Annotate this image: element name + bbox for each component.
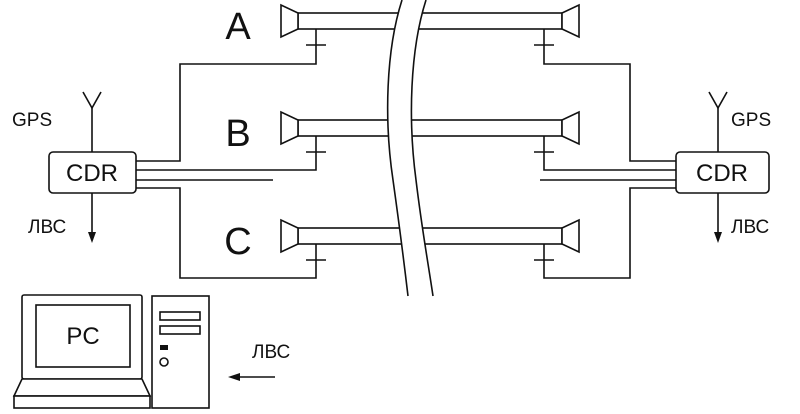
line-b-left-horn	[280, 110, 299, 146]
right-cdr-box	[675, 151, 770, 194]
line-b-right-horn	[561, 110, 580, 146]
pc-network-arrow-icon	[228, 373, 240, 381]
pc-screen	[35, 304, 131, 368]
pc-power-button	[159, 357, 169, 367]
pc-drive-1	[159, 311, 201, 321]
left-network-arrow-icon	[88, 232, 96, 243]
right-antenna-icon	[708, 91, 728, 110]
line-c-right-horn	[561, 218, 580, 254]
pc-led	[160, 345, 168, 350]
pc-keyboard-front	[13, 395, 151, 409]
left-network-label: ЛВС	[28, 217, 66, 238]
right-wiring	[540, 45, 676, 279]
line-b-label: B	[225, 113, 250, 155]
line-c-label: C	[224, 221, 251, 263]
right-gps-label: GPS	[731, 110, 771, 131]
left-antenna-icon	[82, 91, 102, 110]
break-band	[386, 0, 434, 297]
line-c-left-horn	[280, 218, 299, 254]
line-a-cable	[297, 12, 563, 30]
line-c-cable	[297, 227, 563, 245]
line-a-right-horn	[561, 3, 580, 39]
pc-network-label: ЛВС	[252, 342, 290, 363]
line-b: B	[225, 110, 580, 155]
line-b-cable	[297, 119, 563, 137]
line-c: C	[224, 218, 580, 263]
line-a-label: A	[225, 6, 251, 48]
right-cdr-label: CDR	[696, 160, 748, 187]
pc-drive-2	[159, 325, 201, 335]
pc-keyboard	[12, 378, 152, 397]
pc-workstation: PC ЛВС	[12, 294, 290, 409]
right-station: CDR GPS ЛВС	[675, 91, 771, 243]
left-cdr-label: CDR	[66, 160, 118, 187]
right-network-label: ЛВС	[731, 217, 769, 238]
pc-label: PC	[66, 323, 99, 350]
left-gps-label: GPS	[12, 110, 52, 131]
line-a: A	[225, 3, 580, 48]
left-wiring	[136, 45, 317, 279]
line-a-left-horn	[280, 3, 299, 39]
right-network-arrow-icon	[714, 232, 722, 243]
left-station: CDR GPS ЛВС	[12, 91, 137, 243]
